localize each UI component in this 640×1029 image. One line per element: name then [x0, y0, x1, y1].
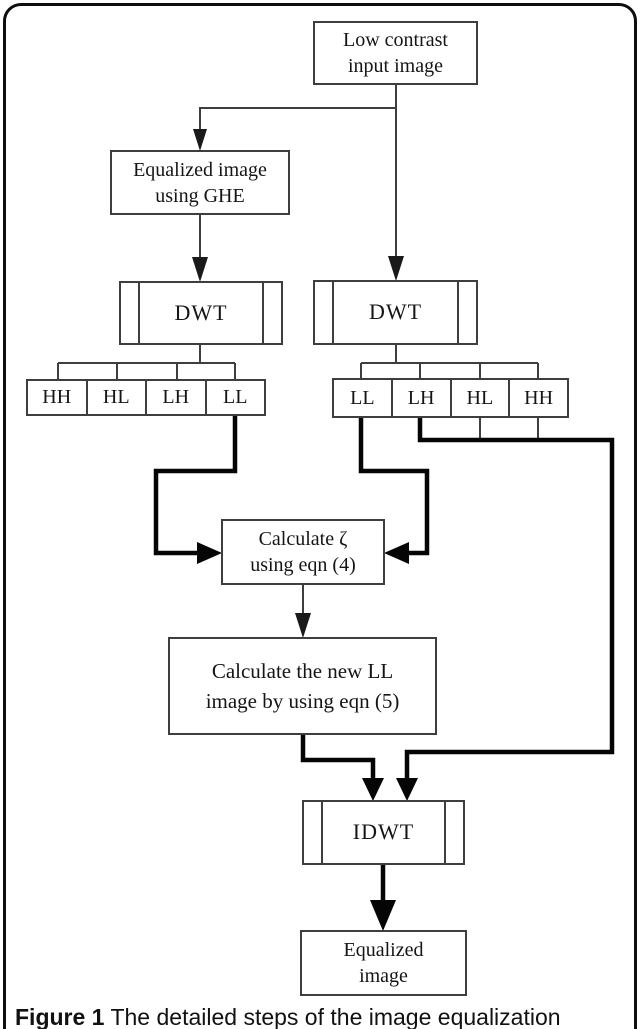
thin-arrowheads	[192, 129, 404, 638]
arrowhead-into-ghe	[193, 129, 207, 151]
node-ghe-line2: using GHE	[155, 184, 245, 207]
subband-right-hh: HH	[524, 386, 554, 409]
subband-right-ll: LL	[334, 380, 393, 416]
subband-left-ll: LL	[223, 386, 248, 408]
node-calc-new-ll: Calculate the new LL image by using eqn …	[168, 637, 437, 735]
figure-caption-label: Figure 1	[15, 1004, 105, 1029]
node-dwt-left-label: DWT	[174, 299, 228, 325]
bracket-dwt-right-to-subbands	[360, 345, 539, 379]
node-idwt-label: IDWT	[352, 819, 415, 845]
node-ghe: Equalized image using GHE	[110, 150, 290, 215]
node-input-line2: input image	[348, 55, 443, 77]
subband-row-left: HH HL LH LL	[26, 379, 266, 416]
node-dwt-left: DWT	[119, 281, 283, 345]
node-calc-zeta-line1: Calculate ζ	[258, 528, 348, 550]
arrowhead-into-zeta-right	[384, 542, 409, 564]
subband-right-lh: LH	[393, 380, 452, 416]
subband-left-hh: HH	[28, 381, 88, 414]
thick-arrowheads	[197, 542, 418, 931]
node-equalized-line2: image	[359, 965, 408, 987]
node-idwt: IDWT	[302, 800, 465, 865]
thick-connectors	[153, 415, 615, 902]
subband-right-hl: HL	[452, 380, 511, 416]
arrowhead-into-idwt-right	[396, 778, 418, 801]
arrowhead-into-calcll	[295, 613, 311, 638]
arrowhead-into-idwt-left	[362, 778, 384, 801]
path-subbands-to-idwt	[404, 417, 615, 780]
bracket-dwt-left-to-subbands	[57, 345, 236, 380]
arrowhead-into-zeta-left	[197, 542, 222, 564]
node-dwt-right: DWT	[313, 280, 478, 345]
arrowhead-into-dwt-left	[192, 257, 208, 282]
subband-left-lh: LH	[147, 381, 207, 414]
node-calc-new-ll-line2: image by using eqn (5)	[205, 689, 400, 713]
node-equalized-image: Equalized image	[300, 930, 467, 996]
node-input-image: Low contrast input image	[313, 21, 478, 85]
arrowhead-into-equalized	[370, 900, 396, 931]
subband-row-right: LL LH HL HH	[332, 378, 569, 418]
arrowhead-into-dwt-right	[388, 256, 404, 281]
node-equalized-line1: Equalized	[343, 939, 424, 961]
thin-connectors	[57, 85, 539, 613]
node-calc-zeta-line2: using eqn (4)	[250, 554, 356, 576]
node-calc-new-ll-line1: Calculate the new LL	[211, 658, 394, 683]
subband-left-hl: HL	[88, 381, 147, 414]
figure-caption-text: The detailed steps of the image equaliza…	[110, 1004, 561, 1029]
figure-border	[3, 3, 637, 1029]
node-dwt-right-label: DWT	[368, 299, 423, 325]
path-right-ll-to-zeta	[358, 417, 430, 556]
path-calcll-to-idwt	[300, 735, 376, 780]
node-calc-zeta: Calculate ζ using eqn (4)	[221, 519, 385, 585]
node-ghe-line1: Equalized image	[133, 158, 267, 181]
path-left-ll-to-zeta	[153, 415, 238, 556]
node-input-line1: Low contrast	[343, 29, 448, 51]
arrow-input-branch-to-ghe-line	[199, 107, 397, 130]
